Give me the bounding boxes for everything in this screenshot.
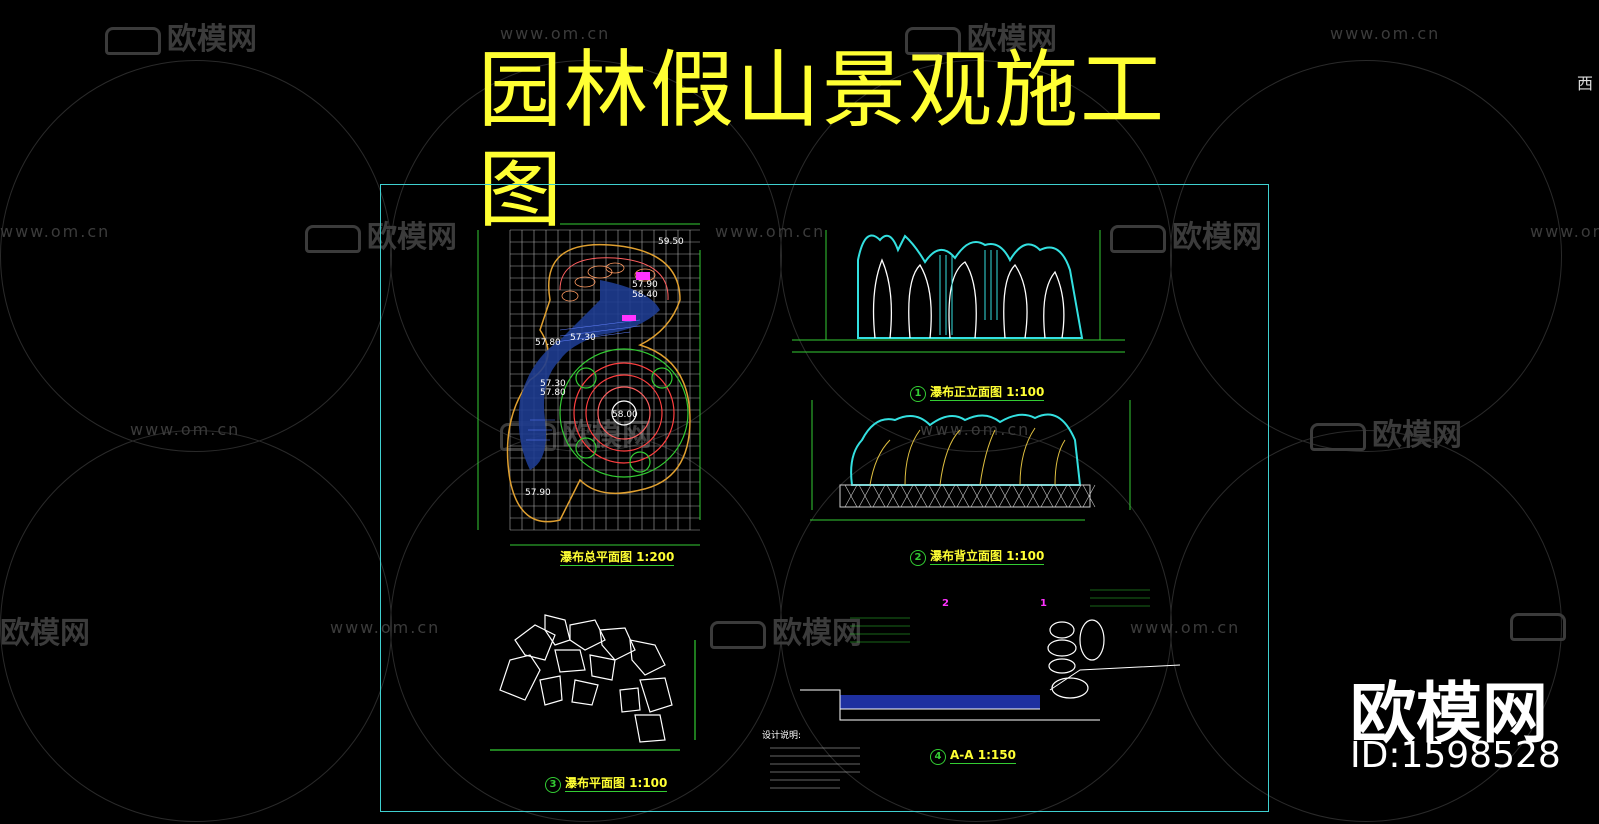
hatch-line [1068,484,1082,508]
elev-label: 59.50 [658,237,684,247]
sofa-logo-icon [1310,422,1366,451]
watermark-url: www.om.cn [920,420,1031,439]
hatch-line [1026,484,1040,508]
front-elevation-drawing [792,230,1125,353]
watermark-brand [1510,608,1572,643]
hatch-line [928,484,942,508]
brand-id: ID:1598528 [1350,735,1561,776]
elev-label: 57.80 [535,338,561,348]
elev-label: 57.90 [632,280,658,290]
section-tag: 1 [1040,598,1047,609]
section-drawing: 2 1 设计说明: [762,589,1181,789]
sofa-logo-icon [1110,224,1166,253]
hatch-line [984,484,998,508]
elev-label: 58.40 [632,290,658,300]
watermark-url: www.om.cn [130,420,241,439]
elev-label: 57.80 [540,388,566,398]
sofa-logo-icon [305,224,361,253]
plan-drawing: 59.50 57.90 58.40 57.30 57.80 58.00 57.3… [477,223,701,546]
watermark-url: www.om.cn [500,24,611,43]
sofa-logo-icon [1510,612,1566,641]
sofa-logo-icon [105,26,161,55]
hatch-line [956,484,970,508]
elev-label: 57.30 [570,333,596,343]
drawing-frame [380,184,1269,812]
back-elevation-drawing [810,400,1131,521]
watermark-url: www.om.cn [715,222,826,241]
watermark-brand: 欧模网 [1110,212,1262,256]
watermark-url: www.om.cn [1330,24,1441,43]
hatch-line [844,484,858,508]
elev-label: 58.00 [612,410,638,420]
watermark-url: www.om.cn [1530,222,1599,241]
section-tag: 2 [942,598,949,609]
hatch-line [970,484,984,508]
plan-caption: 瀑布总平面图 1:200 [560,550,675,566]
hatch-line [1082,484,1096,508]
elev-label: 57.30 [540,379,566,389]
corner-char: 西 [1577,74,1594,93]
hatch-line [900,484,914,508]
watermark-brand: 欧模网 [0,616,90,651]
hatch-line [998,484,1012,508]
watermark-url: www.om.cn [1130,618,1241,637]
watermark-brand: 欧模网 [305,212,457,256]
watermark-brand: 欧模网 [1310,410,1462,454]
bg-circle [1170,430,1562,822]
hatch-line [1054,484,1068,508]
hatch-line [872,484,886,508]
rock-plan-drawing [490,614,696,751]
watermark-brand: 欧模网 [710,608,862,652]
watermark-brand: 欧模网 [905,14,1057,58]
page-title: 园林假山景观施工图 [478,41,1167,239]
hatch-line [1040,484,1054,508]
brand-name: 欧模网 [1350,675,1548,752]
sofa-logo-icon [710,620,766,649]
sofa-logo-icon [905,26,961,55]
hatch-line [942,484,956,508]
hatch-line [1012,484,1026,508]
watermark-url: www.om.cn [0,222,111,241]
hatch-line [914,484,928,508]
watermark-brand: 欧模网 [105,14,257,58]
elev-label: 57.90 [525,488,551,498]
hatch-line [858,484,872,508]
watermark-url: www.om.cn [330,618,441,637]
notes-title: 设计说明: [762,729,801,741]
hatch-line [886,484,900,508]
